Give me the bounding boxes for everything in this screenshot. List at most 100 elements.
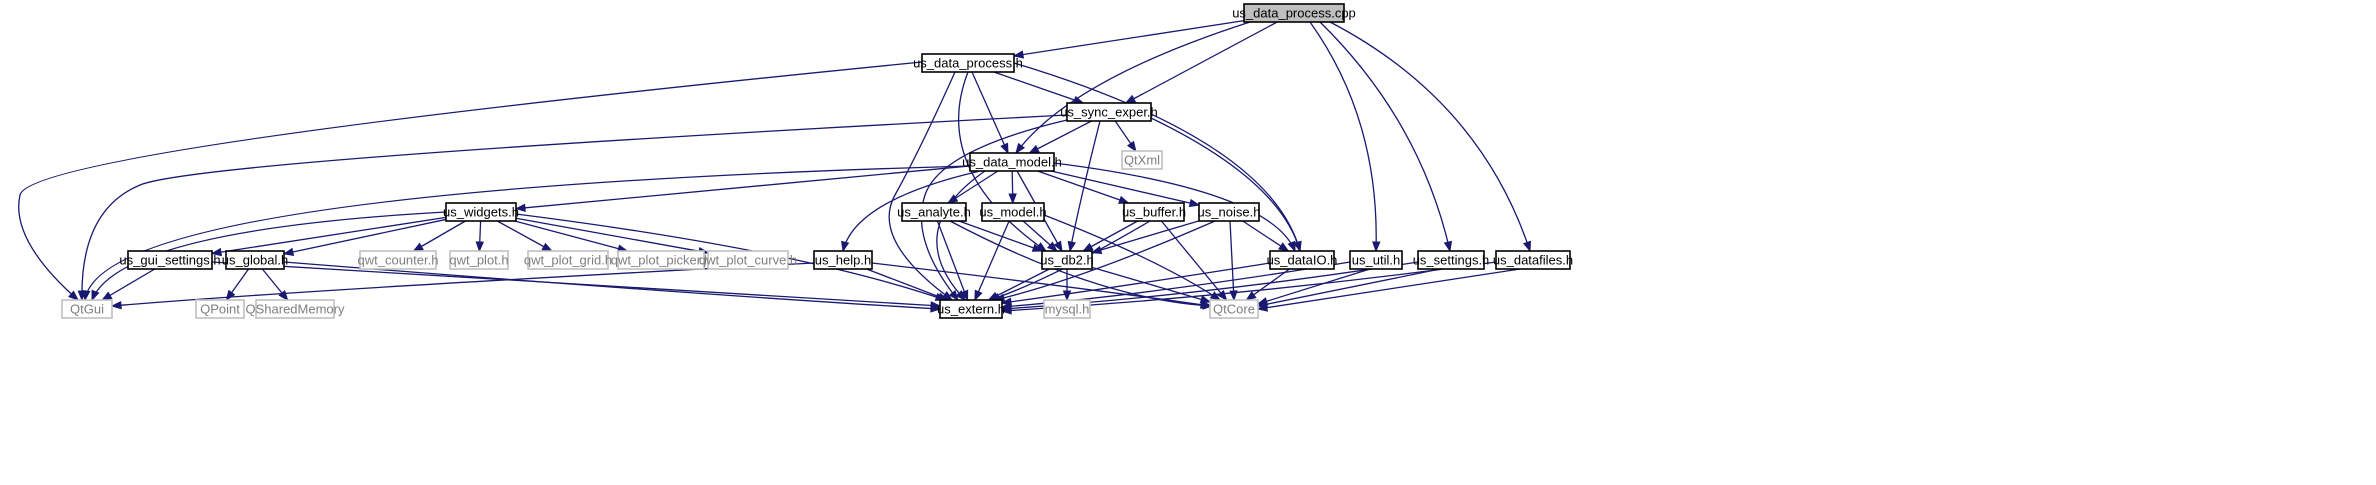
node-qwt-plot-grid-h: qwt_plot_grid.h <box>524 250 612 270</box>
edge-us-noise-h-to-us-extern-h <box>993 220 1216 302</box>
node-box <box>127 250 213 270</box>
edge-us-settings-h-to-qtcore <box>1256 268 1441 309</box>
edge-us-data-model-h-to-us-dataio-h <box>1053 162 1296 253</box>
edge-us-widgets-h-to-us-gui-settings-h <box>210 216 447 257</box>
node-us-analyte-h[interactable]: us_analyte.h <box>897 202 971 222</box>
node-box <box>61 299 113 319</box>
node-label: us_widgets.h <box>443 205 519 220</box>
edge-us-widgets-h-to-qwt-counter-h <box>412 220 466 252</box>
node-label: mysql.h <box>1045 302 1090 317</box>
node-box <box>225 250 285 270</box>
node-us-dataio-h[interactable]: us_dataIO.h <box>1267 250 1338 270</box>
node-qwt-plot-curve-h: qwt_plot_curve.h <box>699 250 797 270</box>
node-qtgui: QtGui <box>61 299 113 319</box>
node-qsharedmemory: QSharedMemory <box>246 299 345 319</box>
node-box <box>359 250 437 270</box>
node-us-settings-h[interactable]: us_settings.h <box>1413 250 1490 270</box>
nodes-layer: us_data_process.cpp us_data_process.h us_s… <box>61 3 1573 319</box>
node-box <box>1121 150 1163 170</box>
node-box <box>1417 250 1485 270</box>
node-box <box>1495 250 1571 270</box>
edge-us-noise-h-to-us-dataio-h <box>1242 220 1290 252</box>
node-label: us_help.h <box>815 253 871 268</box>
node-box <box>1198 202 1260 222</box>
node-box <box>1066 102 1152 122</box>
node-box <box>1041 250 1093 270</box>
node-us-buffer-h[interactable]: us_buffer.h <box>1122 202 1186 222</box>
edge-us-data-model-h-to-us-help-h <box>841 170 981 253</box>
node-box <box>1123 202 1185 222</box>
edge-root-to-us-util-h <box>1309 21 1381 253</box>
node-label: us_data_model.h <box>962 155 1062 170</box>
node-label: us_db2.h <box>1040 253 1094 268</box>
node-us-global-h[interactable]: us_global.h <box>222 250 289 270</box>
node-us-datafiles-h[interactable]: us_datafiles.h <box>1493 250 1573 270</box>
edge-us-sync-exper-h-to-us-db2-h <box>1067 120 1101 253</box>
node-box <box>707 250 789 270</box>
edge-us-global-h-to-qpoint <box>225 268 250 302</box>
node-us-model-h[interactable]: us_model.h <box>979 202 1047 222</box>
edge-us-data-process-h-to-us-sync-exper-h <box>993 71 1085 104</box>
node-us-data-model-h[interactable]: us_data_model.h <box>962 152 1062 172</box>
node-root[interactable]: us_data_process.cpp <box>1232 3 1356 23</box>
node-us-data-process-h[interactable]: us_data_process.h <box>913 53 1023 73</box>
node-label: us_data_process.h <box>913 56 1023 71</box>
node-label: us_datafiles.h <box>1493 253 1573 268</box>
node-box <box>1243 3 1345 23</box>
node-us-gui-settings-h[interactable]: us_gui_settings.h <box>119 250 221 270</box>
node-label: qwt_plot.h <box>449 253 508 268</box>
node-us-noise-h[interactable]: us_noise.h <box>1198 202 1261 222</box>
edge-us-data-model-h-to-us-buffer-h <box>1037 170 1130 204</box>
edge-us-help-h-to-qtgui <box>110 262 815 310</box>
node-box <box>1043 299 1091 319</box>
edge-us-datafiles-h-to-qtcore <box>1256 268 1521 312</box>
node-label: us_global.h <box>222 253 289 268</box>
node-box <box>921 53 1015 73</box>
edge-us-help-h-to-qtcore <box>871 262 1212 309</box>
node-label: us_data_process.cpp <box>1232 6 1356 21</box>
node-us-db2-h[interactable]: us_db2.h <box>1040 250 1094 270</box>
node-us-sync-exper-h[interactable]: us_sync_exper.h <box>1060 102 1158 122</box>
edge-us-model-h-to-us-db2-h <box>1022 220 1058 252</box>
edge-us-sync-exper-h-to-qtxml <box>1114 120 1137 153</box>
edge-root-to-us-settings-h <box>1319 21 1453 253</box>
node-label: us_buffer.h <box>1122 205 1186 220</box>
node-qtcore: QtCore <box>1209 299 1259 319</box>
edge-us-widgets-h-to-us-global-h <box>282 218 447 257</box>
edge-us-db2-h-to-us-extern-h <box>987 268 1050 301</box>
edge-us-data-model-h-to-us-widgets-h <box>514 165 971 213</box>
node-box <box>1349 250 1403 270</box>
node-qwt-plot-picker-h: qwt_plot_picker.h <box>611 250 711 270</box>
edges-layer <box>18 20 1532 315</box>
edge-us-analyte-h-to-qtcore <box>949 220 1214 310</box>
node-mysql-h: mysql.h <box>1043 299 1091 319</box>
node-box <box>1269 250 1335 270</box>
node-qwt-counter-h: qwt_counter.h <box>358 250 438 270</box>
node-box <box>813 250 873 270</box>
edge-us-widgets-h-to-qwt-plot-picker-h <box>514 220 629 253</box>
node-label: us_util.h <box>1352 253 1400 268</box>
edge-us-model-h-to-us-extern-h <box>974 220 1010 302</box>
node-label: us_sync_exper.h <box>1060 105 1158 120</box>
edge-us-global-h-to-qsharedmemory <box>261 268 289 302</box>
node-us-help-h[interactable]: us_help.h <box>813 250 873 270</box>
node-qpoint: QPoint <box>195 299 245 319</box>
edge-us-sync-exper-h-to-us-data-model-h <box>1028 120 1092 154</box>
node-box <box>527 250 609 270</box>
node-label: us_dataIO.h <box>1267 253 1338 268</box>
node-box <box>981 202 1045 222</box>
edge-us-gui-settings-h-to-qtgui <box>101 268 156 301</box>
edge-us-sync-exper-h-to-us-dataio-h <box>1150 117 1302 253</box>
edge-us-data-process-h-to-qtgui <box>18 61 923 301</box>
node-qtxml: QtXml <box>1121 150 1163 170</box>
edge-us-widgets-h-to-qwt-plot-grid-h <box>496 220 553 252</box>
node-us-extern-h[interactable]: us_extern.h <box>937 299 1005 319</box>
node-label: qwt_plot_curve.h <box>699 253 797 268</box>
edge-us-widgets-h-to-qwt-plot-h <box>475 220 484 253</box>
node-us-util-h[interactable]: us_util.h <box>1349 250 1403 270</box>
node-us-widgets-h[interactable]: us_widgets.h <box>443 202 519 222</box>
node-box <box>617 250 705 270</box>
node-label: QPoint <box>200 302 240 317</box>
edge-root-to-us-datafiles-h <box>1329 21 1532 253</box>
